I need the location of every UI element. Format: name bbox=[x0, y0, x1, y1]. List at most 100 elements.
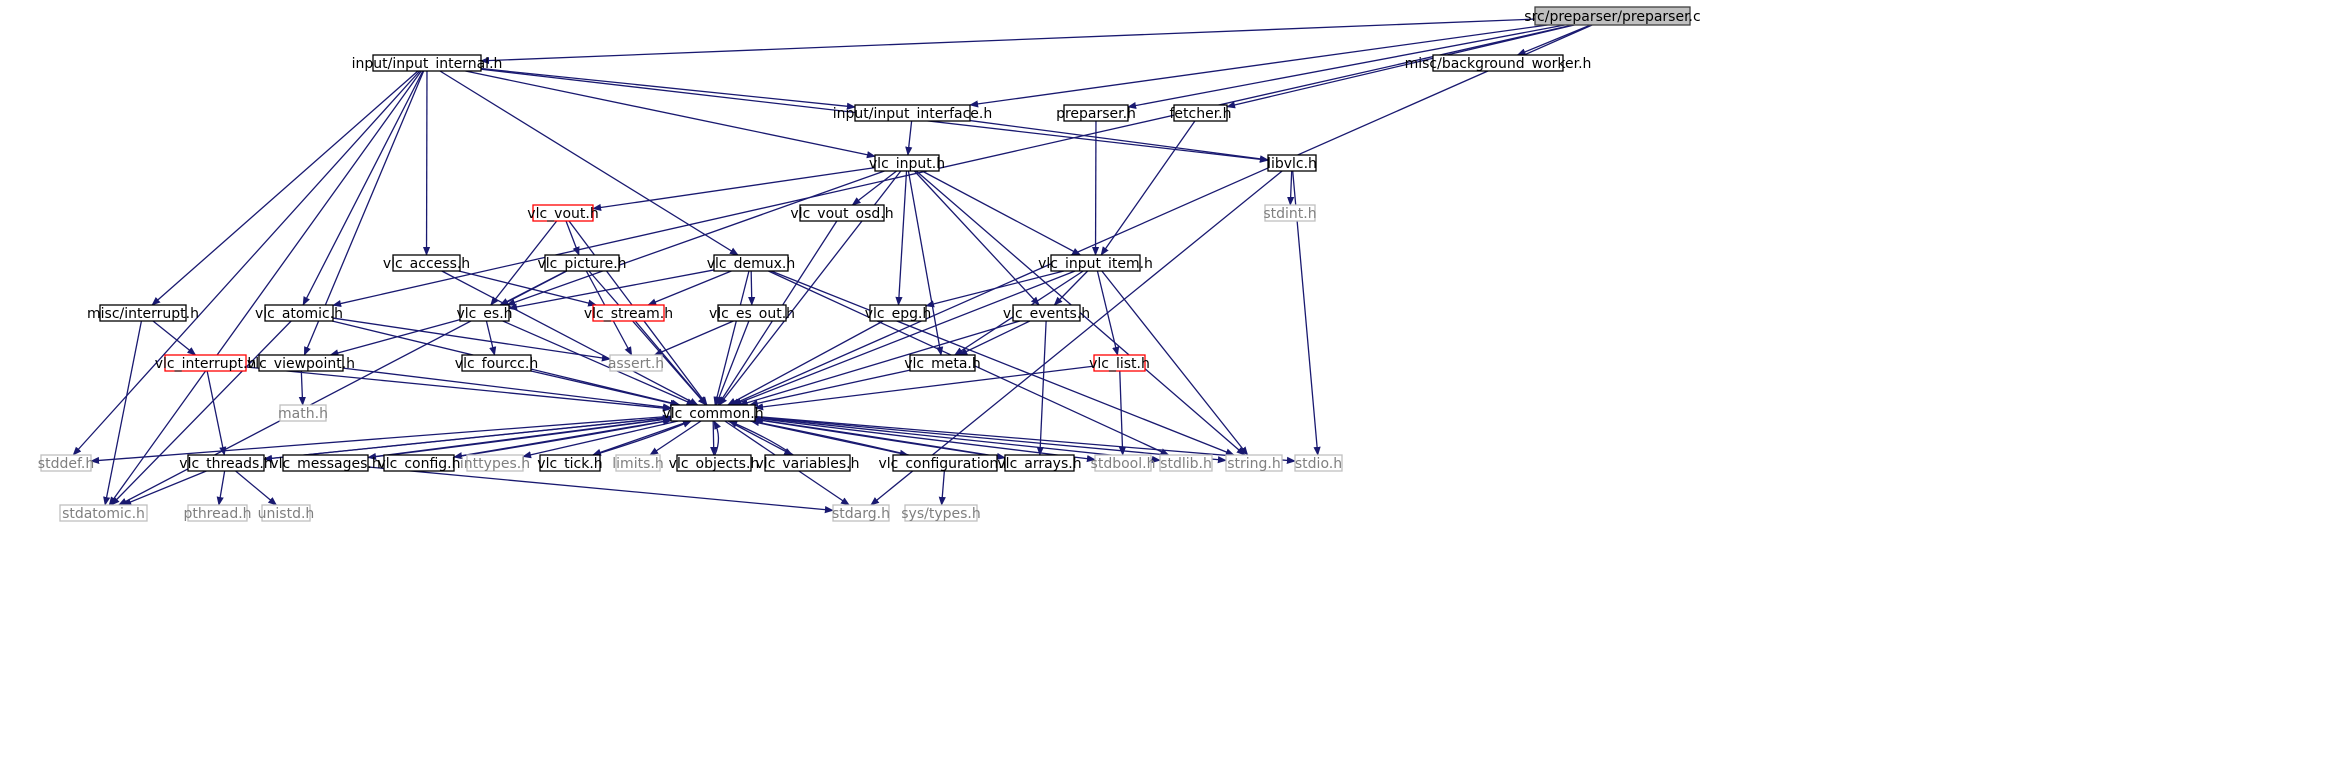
edge-misc-interrupt-to-stdatomic bbox=[103, 320, 143, 506]
node-label: pthread.h bbox=[183, 506, 251, 522]
node-vlc-common[interactable]: vlc_common.h bbox=[662, 404, 764, 422]
node-box bbox=[909, 354, 976, 372]
node-vlc-viewpoint[interactable]: vlc_viewpoint.h bbox=[247, 354, 355, 372]
node-vlc-input[interactable]: vlc_input.h bbox=[869, 154, 945, 172]
node-vlc-list[interactable]: vlc_list.h bbox=[1089, 354, 1150, 372]
node-box bbox=[539, 454, 601, 472]
node-vlc-input-item[interactable]: vlc_input_item.h bbox=[1038, 254, 1153, 272]
node-vlc-access[interactable]: vlc_access.h bbox=[383, 254, 470, 272]
node-vlc-atomic[interactable]: vlc_atomic.h bbox=[255, 304, 343, 322]
edge-vlc-demux-to-vlc-common bbox=[713, 270, 750, 406]
edge-vlc-vout-to-vlc-picture bbox=[565, 220, 580, 256]
node-input-internal[interactable]: input/input_internal.h bbox=[352, 54, 503, 72]
edge-vlc-events-to-vlc-meta bbox=[958, 320, 1031, 356]
node-vlc-vout-osd[interactable]: vlc_vout_osd.h bbox=[790, 204, 894, 222]
node-vlc-es[interactable]: vlc_es.h bbox=[456, 304, 513, 322]
node-limits[interactable]: limits.h bbox=[612, 454, 664, 472]
edge-vlc-common-to-vlc-objects bbox=[710, 420, 718, 456]
node-box bbox=[459, 304, 510, 322]
node-assert[interactable]: assert.h bbox=[608, 354, 664, 372]
node-vlc-messages[interactable]: vlc_messages.h bbox=[270, 454, 381, 472]
node-stdarg[interactable]: stdarg.h bbox=[832, 504, 890, 522]
node-label: vlc_list.h bbox=[1089, 356, 1150, 372]
node-label: vlc_tick.h bbox=[537, 456, 602, 472]
node-label: vlc_messages.h bbox=[270, 456, 380, 472]
node-vlc-meta[interactable]: vlc_meta.h bbox=[904, 354, 981, 372]
node-fetcher-h[interactable]: fetcher.h bbox=[1169, 104, 1232, 122]
node-vlc-threads[interactable]: vlc_threads.h bbox=[179, 454, 273, 472]
edge-preparser-c-to-vlc-common bbox=[730, 24, 1593, 406]
node-label: fetcher.h bbox=[1169, 106, 1231, 122]
node-box bbox=[392, 254, 461, 272]
edge-vlc-meta-to-vlc-common bbox=[748, 369, 911, 407]
node-vlc-variables[interactable]: vlc_variables.h bbox=[756, 454, 860, 472]
node-string[interactable]: string.h bbox=[1225, 454, 1283, 472]
node-vlc-demux[interactable]: vlc_demux.h bbox=[707, 254, 796, 272]
node-vlc-configuration[interactable]: vlc_configuration.h bbox=[878, 454, 1012, 472]
node-label: assert.h bbox=[608, 356, 664, 372]
node-stdbool[interactable]: stdbool.h bbox=[1091, 454, 1156, 472]
node-box bbox=[676, 454, 752, 472]
node-stdlib[interactable]: stdlib.h bbox=[1159, 454, 1213, 472]
node-vlc-picture[interactable]: vlc_picture.h bbox=[537, 254, 627, 272]
node-layer: src/preparser/preparser.c input/input_int… bbox=[38, 6, 1701, 522]
node-box bbox=[383, 454, 455, 472]
node-box bbox=[187, 504, 248, 522]
edge-preparser-c-to-fetcher-h bbox=[1226, 24, 1575, 109]
node-label: vlc_vout.h bbox=[527, 206, 598, 222]
node-box bbox=[892, 454, 998, 472]
node-label: inttypes.h bbox=[460, 456, 530, 472]
node-label: vlc_arrays.h bbox=[997, 456, 1081, 472]
node-input-interface[interactable]: input/input_interface.h bbox=[833, 104, 993, 122]
node-vlc-fourcc[interactable]: vlc_fourcc.h bbox=[455, 354, 538, 372]
edge-vlc-input-to-vlc-vout-osd bbox=[851, 170, 897, 206]
node-vlc-es-out[interactable]: vlc_es_out.h bbox=[709, 304, 795, 322]
node-unistd[interactable]: unistd.h bbox=[258, 504, 315, 522]
node-box bbox=[282, 454, 369, 472]
node-preparser-c[interactable]: src/preparser/preparser.c bbox=[1524, 6, 1701, 26]
node-vlc-config[interactable]: vlc_config.h bbox=[377, 454, 461, 472]
node-vlc-tick[interactable]: vlc_tick.h bbox=[537, 454, 603, 472]
node-stdatomic[interactable]: stdatomic.h bbox=[59, 504, 148, 522]
node-pthread[interactable]: pthread.h bbox=[183, 504, 252, 522]
edge-vlc-input-item-to-vlc-events bbox=[1053, 270, 1089, 306]
node-background-worker[interactable]: misc/background_worker.h bbox=[1405, 54, 1592, 72]
node-math[interactable]: math.h bbox=[278, 404, 328, 422]
node-vlc-epg[interactable]: vlc_epg.h bbox=[865, 304, 932, 322]
edge-vlc-list-to-vlc-common bbox=[754, 365, 1095, 411]
node-label: vlc_input_item.h bbox=[1038, 256, 1153, 272]
node-libvlc[interactable]: libvlc.h bbox=[1267, 154, 1317, 172]
node-box bbox=[1094, 454, 1152, 472]
edge-vlc-common-to-vlc-variables bbox=[727, 420, 794, 456]
edge-vlc-input-to-vlc-es bbox=[506, 170, 885, 306]
node-inttypes[interactable]: inttypes.h bbox=[460, 454, 530, 472]
node-label: vlc_picture.h bbox=[537, 256, 626, 272]
node-vlc-vout[interactable]: vlc_vout.h bbox=[527, 204, 599, 222]
node-box bbox=[258, 354, 344, 372]
node-label: stdio.h bbox=[1295, 456, 1342, 472]
node-vlc-objects[interactable]: vlc_objects.h bbox=[669, 454, 760, 472]
node-box bbox=[59, 504, 148, 522]
edge-input-internal-to-misc-interrupt bbox=[151, 70, 419, 306]
node-stdio[interactable]: stdio.h bbox=[1294, 454, 1343, 472]
edge-preparser-c-to-input-internal bbox=[480, 18, 1536, 65]
edge-vlc-es-to-vlc-fourcc bbox=[485, 320, 497, 356]
node-box bbox=[1050, 254, 1141, 272]
node-vlc-stream[interactable]: vlc_stream.h bbox=[584, 304, 673, 322]
node-box bbox=[164, 354, 247, 372]
node-stdint[interactable]: stdint.h bbox=[1263, 204, 1317, 222]
node-sys-types[interactable]: sys/types.h bbox=[901, 504, 981, 522]
node-stddef[interactable]: stddef.h bbox=[38, 454, 94, 472]
node-label: limits.h bbox=[612, 456, 663, 472]
node-vlc-interrupt[interactable]: vlc_interrupt.h bbox=[155, 354, 257, 372]
edge-vlc-input-item-to-string bbox=[1101, 270, 1249, 456]
edge-vlc-es-to-vlc-viewpoint bbox=[329, 319, 461, 357]
node-vlc-events[interactable]: vlc_events.h bbox=[1003, 304, 1090, 322]
edge-vlc-vout-to-vlc-es bbox=[490, 220, 558, 306]
node-label: unistd.h bbox=[258, 506, 315, 522]
node-misc-interrupt[interactable]: misc/interrupt.h bbox=[87, 304, 199, 322]
node-vlc-arrays[interactable]: vlc_arrays.h bbox=[997, 454, 1082, 472]
node-label: vlc_objects.h bbox=[669, 456, 760, 472]
node-preparser-h[interactable]: preparser.h bbox=[1056, 104, 1136, 122]
